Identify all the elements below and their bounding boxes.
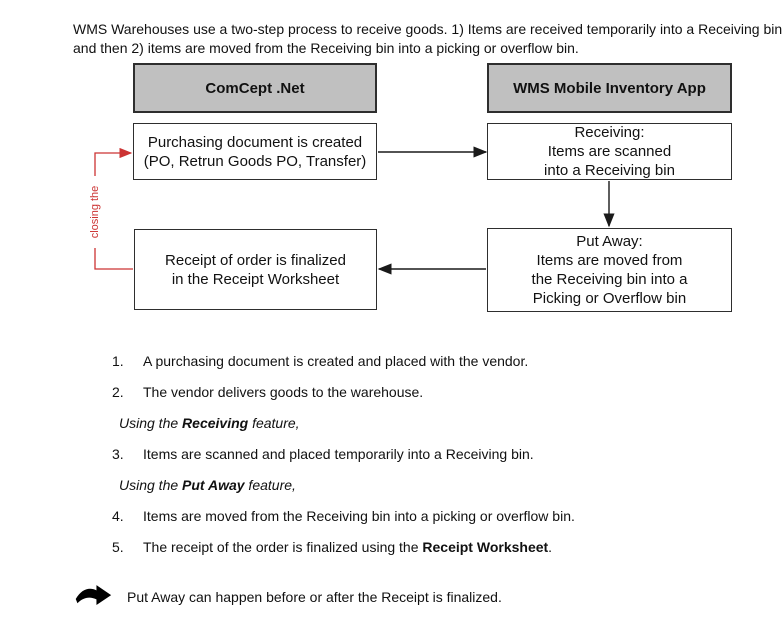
note-bold-feature: Receiving: [182, 415, 249, 431]
step-number: 1.: [112, 353, 124, 369]
closing-the-arrow-label: closing the: [88, 176, 102, 248]
note-using-put-away: Using the Put Away feature,: [119, 476, 712, 495]
step-text-bold: Receipt Worksheet: [422, 539, 549, 555]
node-receipt-finalized: Receipt of order is finalized in the Rec…: [134, 229, 377, 310]
node-receiving-line1: Receiving:: [574, 124, 645, 141]
note-using-receiving: Using the Receiving feature,: [119, 414, 712, 433]
step-text: Items are scanned and placed temporarily…: [143, 446, 534, 462]
footer-note-text: Put Away can happen before or after the …: [127, 589, 502, 605]
intro-paragraph: WMS Warehouses use a two-step process to…: [73, 21, 783, 56]
note-text: Using the: [119, 477, 183, 493]
node-receipt-line2: in the Receipt Worksheet: [171, 270, 340, 288]
process-steps-list: 1. A purchasing document is created and …: [112, 352, 712, 569]
node-receiving-line2: Items are scanned: [547, 143, 672, 160]
node-purchasing-line1: Purchasing document is created: [147, 133, 363, 151]
list-item: 1. A purchasing document is created and …: [112, 352, 712, 371]
list-item: 4. Items are moved from the Receiving bi…: [112, 507, 712, 526]
node-receiving-line3: into a Receiving bin: [544, 162, 675, 179]
column-header-wms-app: WMS Mobile Inventory App: [487, 63, 732, 113]
step-text: The vendor delivers goods to the warehou…: [143, 384, 424, 400]
node-put-away-line3: the Receiving bin into a: [531, 271, 688, 288]
step-number: 3.: [112, 446, 124, 462]
node-put-away-line2: Items are moved from: [536, 252, 683, 269]
step-text: The receipt of the order is finalized us…: [143, 538, 552, 557]
note-text: feature,: [248, 415, 300, 431]
node-receiving: Receiving: Items are scanned into a Rece…: [487, 123, 732, 180]
node-put-away-line1: Put Away:: [576, 233, 643, 250]
step-text: A purchasing document is created and pla…: [143, 353, 529, 369]
list-item: 5. The receipt of the order is finalized…: [112, 538, 712, 557]
step-text-post: .: [548, 539, 553, 555]
step-number: 4.: [112, 508, 124, 524]
list-item: 3. Items are scanned and placed temporar…: [112, 445, 712, 464]
note-bold-feature: Put Away: [182, 477, 245, 493]
footer-callout: Put Away can happen before or after the …: [74, 582, 734, 612]
column-header-wms-app-label: WMS Mobile Inventory App: [513, 79, 706, 97]
node-purchasing-line2: (PO, Retrun Goods PO, Transfer): [143, 152, 367, 170]
step-number: 5.: [112, 539, 124, 555]
note-text: Using the: [119, 415, 183, 431]
column-header-comcept-label: ComCept .Net: [205, 79, 305, 97]
step-number: 2.: [112, 384, 124, 400]
thick-right-arrow-icon: [75, 585, 112, 605]
node-put-away-line4: Picking or Overflow bin: [532, 290, 687, 307]
node-put-away: Put Away: Items are moved from the Recei…: [487, 228, 732, 312]
column-header-comcept: ComCept .Net: [133, 63, 377, 113]
node-receipt-line1: Receipt of order is finalized: [165, 251, 346, 269]
note-text: feature,: [244, 477, 296, 493]
step-text-pre: The receipt of the order is finalized us…: [143, 539, 423, 555]
list-item: 2. The vendor delivers goods to the ware…: [112, 383, 712, 402]
node-purchasing-document: Purchasing document is created (PO, Retr…: [133, 123, 377, 180]
step-text: Items are moved from the Receiving bin i…: [143, 508, 575, 524]
